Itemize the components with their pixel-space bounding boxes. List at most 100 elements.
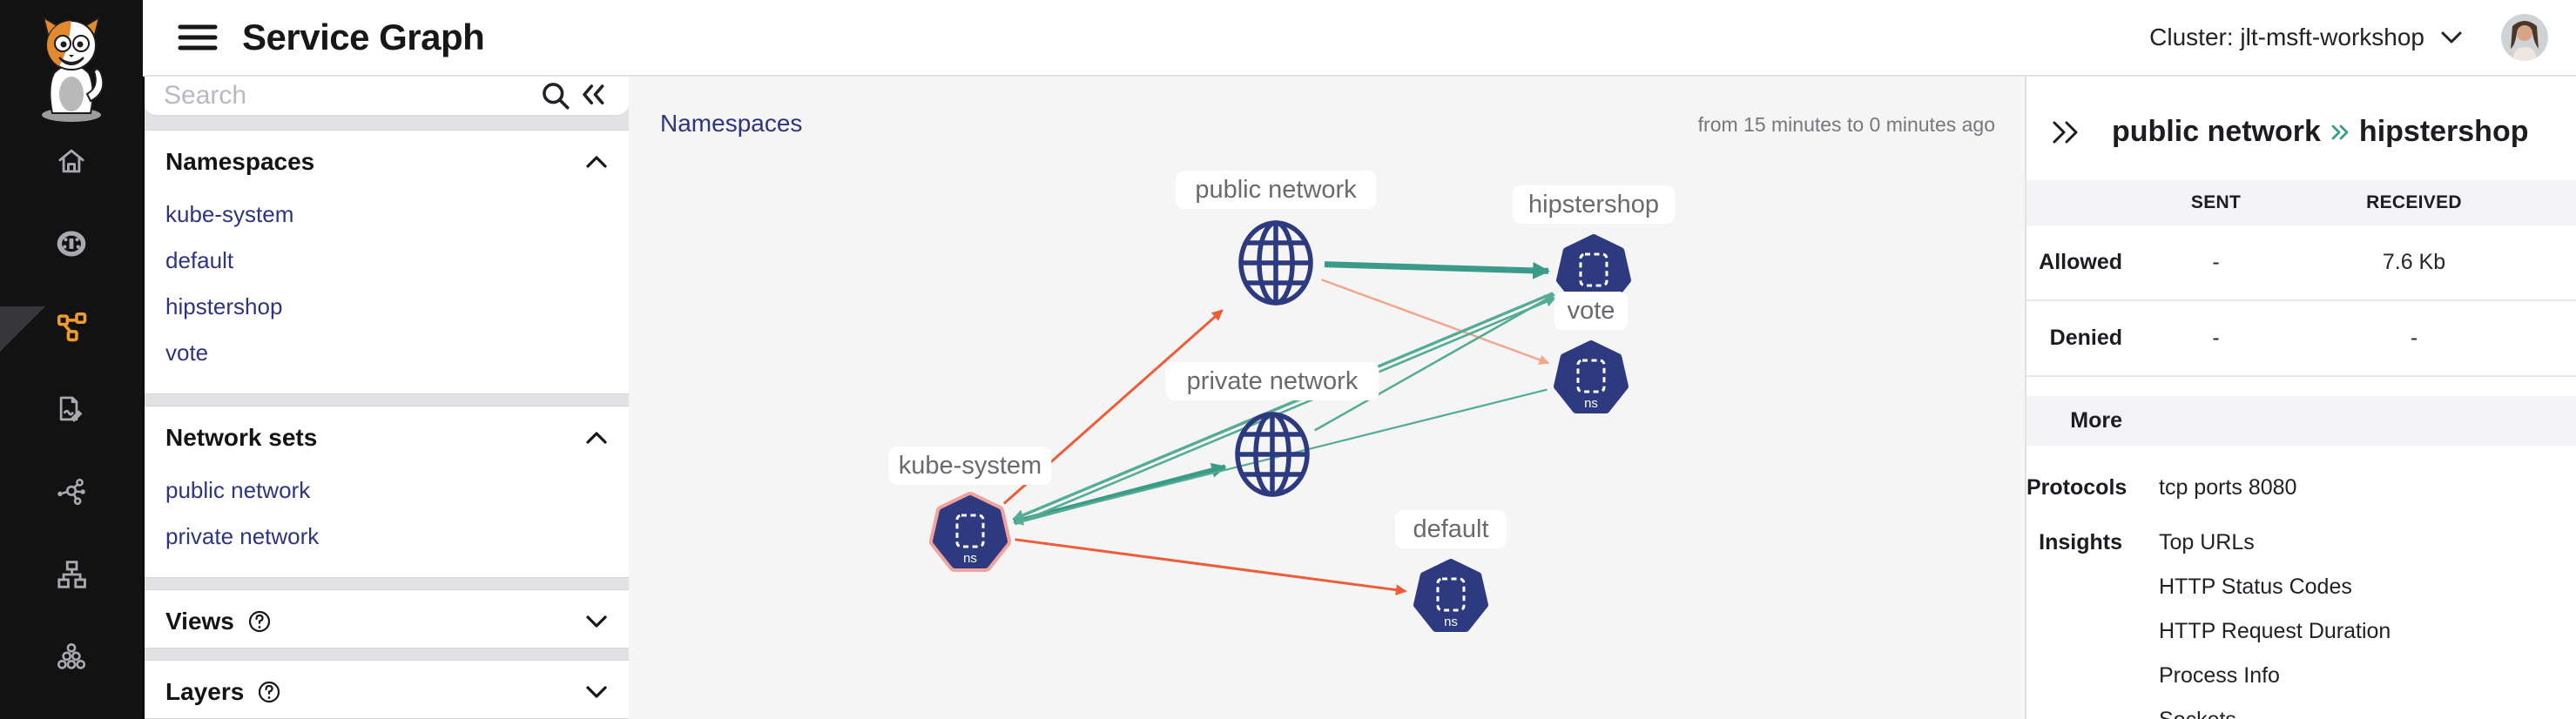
row-label: Allowed — [2039, 250, 2122, 274]
search-input[interactable] — [164, 81, 536, 111]
svg-text:ns: ns — [1444, 615, 1458, 629]
row-label: Denied — [2049, 326, 2122, 350]
graph-node-public-network[interactable] — [1238, 220, 1313, 306]
chevron-right-double-icon — [2328, 122, 2352, 143]
protocols-row: Protocols tcp ports 8080 — [2026, 475, 2576, 501]
sidebar-item-public-network[interactable]: public network — [165, 477, 311, 503]
home-icon[interactable] — [55, 144, 88, 178]
svg-text:hipstershop: hipstershop — [1528, 191, 1659, 218]
report-edit-icon[interactable] — [55, 393, 88, 426]
denied-sent-value: - — [2212, 326, 2220, 350]
service-graph-canvas[interactable]: public network ns hipstershop ns vote private… — [629, 77, 2025, 719]
search-icon[interactable] — [536, 77, 575, 115]
dashboard-gauge-icon[interactable] — [55, 227, 88, 260]
help-icon[interactable] — [246, 608, 273, 635]
insight-http-status-codes[interactable]: HTTP Status Codes — [2159, 575, 2352, 599]
canvas-view-title: Namespaces — [660, 110, 803, 137]
insights-row: Insights Top URLs HTTP Status Codes HTTP… — [2026, 530, 2576, 719]
graph-node-private-network[interactable] — [1235, 412, 1310, 497]
svg-text:ns: ns — [1584, 396, 1598, 411]
chevron-down-icon[interactable] — [585, 614, 608, 629]
edge-source-label[interactable]: public network — [2112, 115, 2321, 148]
collapse-panel-icon[interactable] — [2049, 118, 2084, 146]
sidebar-item-private-network[interactable]: private network — [165, 523, 320, 549]
molecule-network-icon[interactable] — [55, 475, 88, 508]
svg-text:kube-system: kube-system — [899, 452, 1042, 480]
section-network-sets-header[interactable]: Network sets — [145, 407, 629, 464]
insight-sockets[interactable]: Sockets — [2159, 708, 2391, 719]
user-avatar[interactable] — [2501, 14, 2548, 61]
graph-node-label-private-network[interactable]: private network — [1165, 362, 1379, 400]
service-graph-svg[interactable]: public network ns hipstershop ns vote private… — [629, 77, 2025, 719]
graph-edge-kube-system-default[interactable] — [1015, 538, 1407, 595]
graph-edge-private-network-hipstershop[interactable] — [1314, 293, 1555, 432]
graph-node-label-hipstershop[interactable]: hipstershop — [1512, 185, 1676, 224]
insight-process-info[interactable]: Process Info — [2159, 663, 2280, 688]
table-row-allowed: Allowed - 7.6 Kb — [2026, 225, 2576, 301]
chevron-down-icon[interactable] — [585, 684, 608, 700]
traffic-table-header: SENT RECEIVED — [2026, 180, 2576, 225]
svg-text:vote: vote — [1568, 297, 1615, 325]
insight-http-request-duration[interactable]: HTTP Request Duration — [2159, 619, 2391, 643]
time-range-label[interactable]: from 15 minutes to 0 minutes ago — [1697, 113, 1995, 136]
edge-target-label[interactable]: hipstershop — [2358, 115, 2529, 148]
more-section-header: More — [2026, 396, 2576, 446]
cluster-selector[interactable]: Cluster: jlt-msft-workshop — [2149, 24, 2463, 51]
page-title: Service Graph — [242, 17, 485, 57]
graph-edge-public-network-vote[interactable] — [1321, 279, 1550, 365]
svg-text:ns: ns — [963, 551, 977, 566]
table-row-denied: Denied - - — [2026, 301, 2576, 377]
graph-node-label-vote[interactable]: vote — [1554, 292, 1629, 330]
graph-edge-kube-system-hipstershop[interactable] — [1015, 296, 1557, 526]
chevron-up-icon[interactable] — [585, 430, 608, 446]
help-icon[interactable] — [256, 679, 282, 705]
sidebar-item-hipstershop[interactable]: hipstershop — [165, 293, 283, 319]
more-label: More — [2070, 408, 2122, 433]
graph-node-label-default[interactable]: default — [1394, 510, 1507, 548]
section-namespaces-header[interactable]: Namespaces — [145, 131, 629, 188]
svg-text:public network: public network — [1195, 176, 1357, 204]
svg-text:private network: private network — [1187, 367, 1359, 395]
denied-received-value: - — [2410, 326, 2418, 350]
sidebar-item-vote[interactable]: vote — [165, 339, 209, 366]
brand-cat-logo[interactable] — [10, 7, 132, 129]
search-bar — [145, 77, 629, 117]
graph-edge-hipstershop-kube-system[interactable] — [1012, 292, 1554, 521]
section-title: Network sets — [165, 424, 318, 451]
graph-node-label-public-network[interactable]: public network — [1175, 171, 1377, 209]
graph-edge-public-network-hipstershop[interactable] — [1324, 261, 1550, 279]
insights-label: Insights — [2039, 530, 2122, 554]
hamburger-menu-icon[interactable] — [178, 23, 218, 52]
section-title: Namespaces — [165, 148, 315, 175]
chevron-up-icon[interactable] — [585, 154, 608, 170]
filters-sidebar: Namespaces kube-system default hipstersh… — [143, 77, 629, 719]
section-title: Layers — [165, 678, 245, 705]
cluster-group-icon[interactable] — [55, 641, 88, 674]
top-bar: Service Graph Cluster: jlt-msft-workshop — [143, 0, 2576, 77]
edge-breadcrumb: public network hipstershop — [2112, 115, 2529, 149]
insight-top-urls[interactable]: Top URLs — [2159, 530, 2255, 554]
sitemap-hierarchy-icon[interactable] — [55, 558, 88, 591]
service-graph-icon-active[interactable] — [55, 310, 88, 343]
graph-node-vote[interactable]: ns — [1554, 340, 1629, 413]
icon-rail — [0, 0, 143, 719]
svg-text:default: default — [1413, 515, 1488, 543]
collapse-sidebar-icon[interactable] — [575, 77, 613, 115]
section-layers: Layers — [145, 660, 629, 719]
sidebar-item-kube-system[interactable]: kube-system — [165, 201, 294, 227]
protocols-label: Protocols — [2026, 475, 2128, 500]
sidebar-item-default[interactable]: default — [165, 247, 234, 273]
cluster-selector-label: Cluster: jlt-msft-workshop — [2149, 24, 2424, 50]
section-network-sets: Network sets public network private netw… — [145, 406, 629, 578]
chevron-down-icon — [2441, 31, 2462, 44]
allowed-received-value: 7.6 Kb — [2382, 250, 2446, 274]
graph-node-default[interactable]: ns — [1413, 559, 1488, 632]
section-views-header[interactable]: Views — [145, 590, 629, 648]
graph-node-label-kube-system[interactable]: kube-system — [888, 447, 1052, 485]
section-layers-header[interactable]: Layers — [145, 661, 629, 718]
graph-edge-kube-system-private-network[interactable] — [1013, 462, 1227, 525]
col-received: RECEIVED — [2366, 192, 2462, 212]
col-sent: SENT — [2190, 192, 2242, 212]
graph-node-kube-system[interactable]: ns — [929, 492, 1011, 572]
